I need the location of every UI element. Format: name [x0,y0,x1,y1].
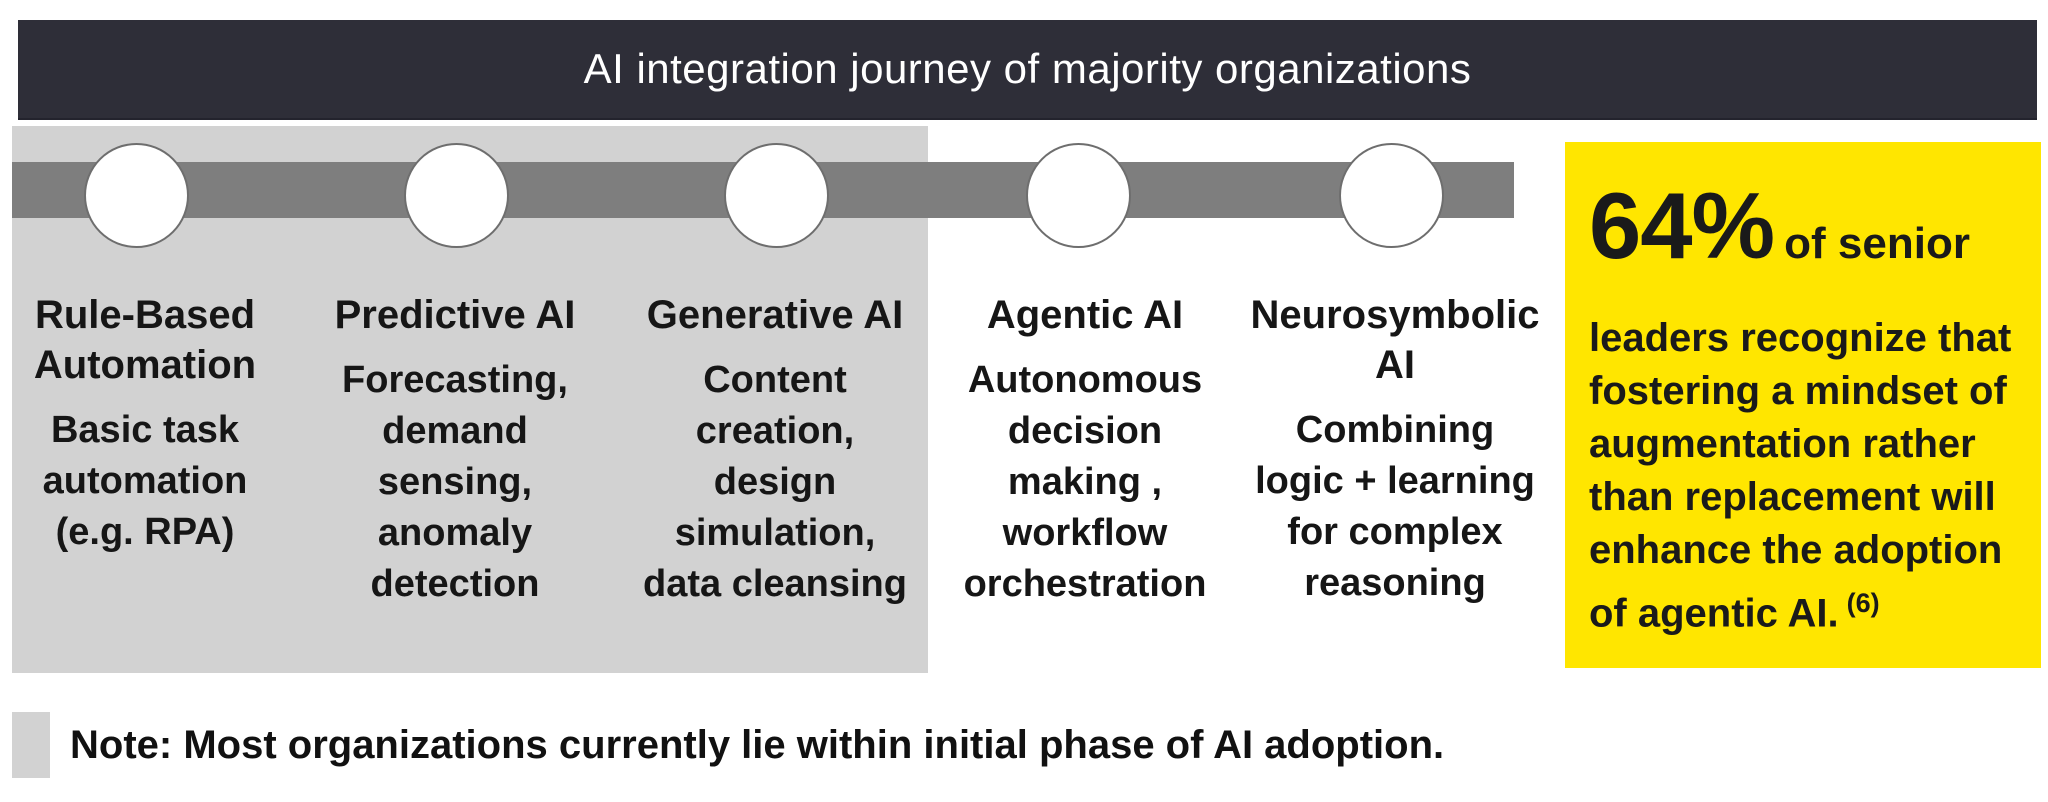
stage-description: Content creation, design simulation, dat… [643,359,907,605]
timeline-node-generative [724,143,829,248]
stage-title: Neurosymbolic AI [1250,293,1540,387]
stage-description: Autonomous decision making , workflow or… [963,359,1207,605]
stage-description: Forecasting, demand sensing, anomaly det… [342,359,568,605]
stage-neurosymbolic-ai: Neurosymbolic AI Combining logic + learn… [1245,290,1545,609]
note-legend-swatch [12,712,50,778]
stage-title: Generative AI [646,293,904,337]
stage-description: Combining logic + learning for complex r… [1255,409,1535,604]
note-row: Note: Most organizations currently lie w… [12,710,1444,780]
timeline-node-neurosymbolic [1339,143,1444,248]
page-title: AI integration journey of majority organ… [583,45,1472,92]
stat-value: 64% [1589,173,1775,278]
stage-rule-based-automation: Rule-Based Automation Basic task automat… [0,290,290,558]
stage-title: Predictive AI [334,293,576,337]
timeline-node-agentic [1026,143,1131,248]
citation-marker: (6) [1846,588,1880,618]
stage-agentic-ai: Agentic AI Autonomous decision making , … [935,290,1235,610]
callout-text: leaders recognize that fostering a minds… [1589,316,2012,636]
stage-title: Rule-Based Automation [33,293,257,387]
stage-generative-ai: Generative AI Content creation, design s… [625,290,925,610]
stat-callout: 64%of senior leaders recognize that fost… [1565,142,2041,668]
callout-body: leaders recognize that fostering a minds… [1589,312,2021,640]
stat-suffix: of senior [1784,219,1970,268]
timeline-node-predictive [404,143,509,248]
timeline-node-rule-based [84,143,189,248]
note-text: Note: Most organizations currently lie w… [70,722,1445,767]
stat-line: 64%of senior [1589,176,2021,294]
title-bar: AI integration journey of majority organ… [18,20,2037,120]
stage-description: Basic task automation (e.g. RPA) [42,409,248,553]
stage-predictive-ai: Predictive AI Forecasting, demand sensin… [305,290,605,610]
stage-title: Agentic AI [986,293,1184,337]
